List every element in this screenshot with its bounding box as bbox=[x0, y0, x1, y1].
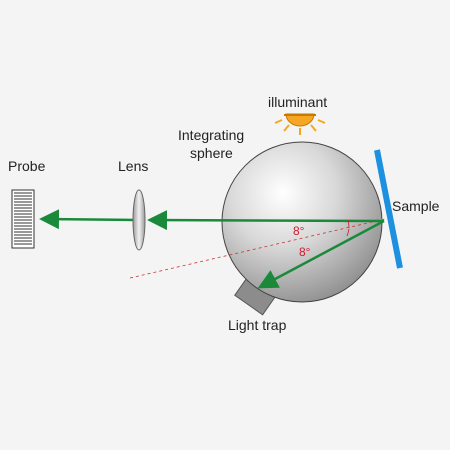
angle-label-top: 8° bbox=[293, 224, 305, 238]
integrating-sphere-label-line2: sphere bbox=[190, 145, 233, 161]
illuminant-icon bbox=[274, 113, 326, 135]
angle-label-bottom: 8° bbox=[299, 245, 311, 259]
sample-label: Sample bbox=[392, 198, 440, 214]
probe-label: Probe bbox=[8, 158, 46, 174]
specular-beam bbox=[257, 219, 385, 289]
lens-label: Lens bbox=[118, 158, 148, 174]
probe-icon bbox=[11, 189, 35, 249]
lens bbox=[132, 189, 146, 251]
angle-arc-bottom bbox=[346, 228, 350, 237]
lens-to-probe-beam bbox=[39, 209, 136, 230]
integrating-sphere-label-line1: Integrating bbox=[178, 127, 244, 143]
light-trap-label: Light trap bbox=[228, 317, 287, 333]
dashed-reference-line bbox=[129, 218, 386, 279]
sample-plate bbox=[374, 149, 403, 269]
angle-arc-top bbox=[347, 219, 350, 229]
illuminant-label: illuminant bbox=[268, 94, 327, 110]
measurement-beam bbox=[147, 210, 385, 231]
